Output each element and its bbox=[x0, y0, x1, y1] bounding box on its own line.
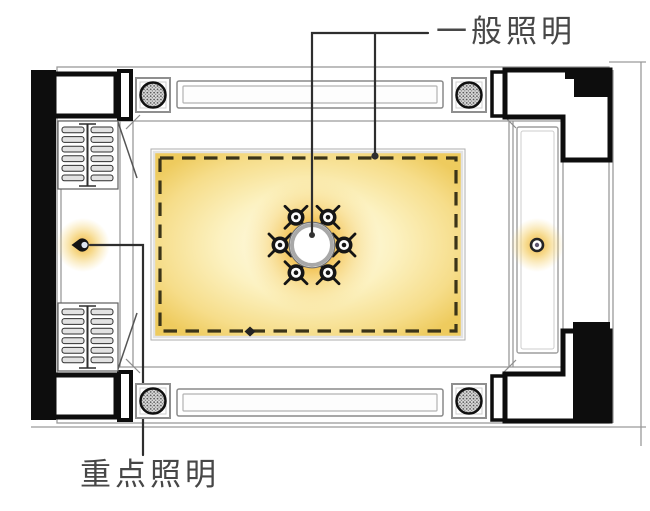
leader-dot-chandelier bbox=[309, 232, 315, 238]
downlight-icon bbox=[134, 382, 172, 420]
accent-spotlight-icon bbox=[71, 238, 89, 252]
downlight-icon bbox=[134, 76, 172, 114]
wall-left bbox=[31, 70, 56, 420]
curtain-louver-bottom-left bbox=[57, 302, 119, 372]
wall-light-icon bbox=[529, 237, 545, 253]
pier-bottom-left bbox=[51, 312, 138, 422]
pier-bottom-right bbox=[490, 322, 613, 424]
linear-cove-trough-top bbox=[176, 80, 444, 109]
cove-dashed-light-strip bbox=[158, 156, 458, 333]
downlight-icon bbox=[450, 76, 488, 114]
cove-strip-marker bbox=[244, 326, 256, 337]
curtain-louver-top-left bbox=[57, 120, 119, 190]
downlight-icon bbox=[450, 382, 488, 420]
leader-general-lighting bbox=[310, 31, 430, 238]
linear-cove-trough-bottom bbox=[176, 388, 444, 417]
pier-top-right bbox=[490, 67, 613, 163]
chandelier-bulb bbox=[331, 232, 357, 258]
label-accent-lighting: 重点照明 bbox=[80, 457, 220, 492]
leader-dot-cove bbox=[371, 152, 379, 160]
chandelier-bulb bbox=[267, 232, 293, 258]
chandelier-icon bbox=[267, 204, 357, 286]
label-general-lighting: 一般照明 bbox=[436, 14, 576, 49]
pier-top-left bbox=[51, 69, 138, 179]
